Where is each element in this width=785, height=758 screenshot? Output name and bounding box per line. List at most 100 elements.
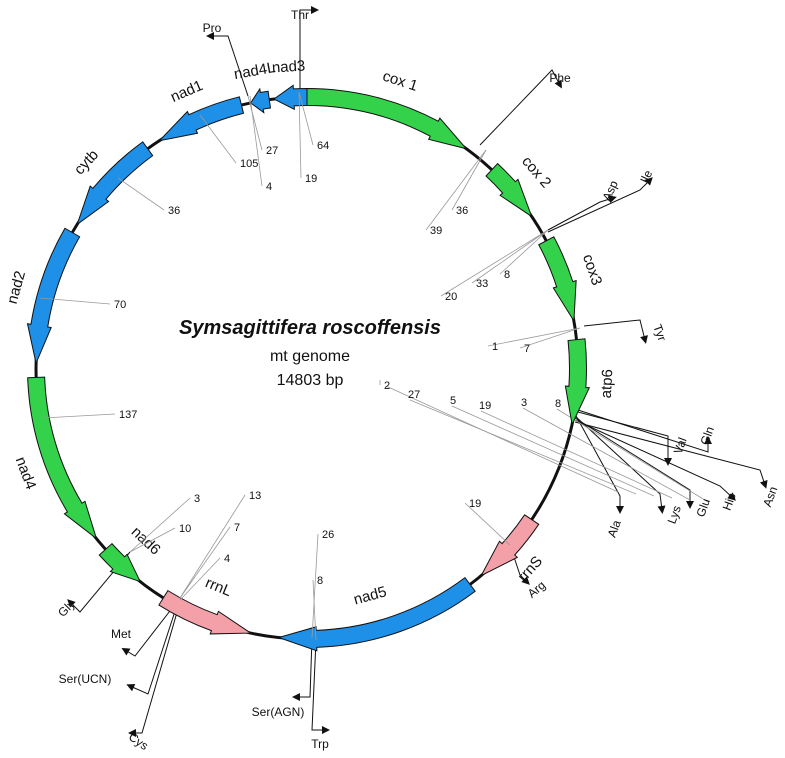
trna-connector (583, 319, 646, 341)
trna-val: Val (671, 436, 690, 456)
trna-arrowhead (292, 693, 300, 701)
trna-cluster-leader (385, 385, 619, 493)
gene-atp6-arrow (564, 338, 591, 426)
genome-title: Symsagittifera roscoffensis (179, 317, 441, 339)
gene-label: atp6 (598, 369, 617, 399)
intergenic-length: 64 (317, 140, 329, 152)
intergenic-leader (247, 95, 263, 151)
trna-arrowhead (759, 479, 768, 489)
intergenic-leader (199, 114, 237, 164)
trna-cluster-leader (556, 408, 709, 503)
gene-rrns-arrow (480, 514, 540, 577)
gene-label: cytb (71, 146, 102, 178)
trna-connector (547, 197, 614, 231)
intergenic-length: 8 (317, 575, 323, 587)
trna-arrowhead (322, 726, 330, 734)
trna-phe: Phe (549, 71, 571, 85)
gene-label: cox 2 (518, 153, 554, 191)
gene-nad4l-arrow (249, 87, 272, 114)
gene-label: nad4 (12, 455, 40, 492)
intergenic-leader (519, 327, 581, 349)
gene-label: rrnL (203, 574, 234, 600)
trna-arrowhead (128, 729, 136, 737)
trna-arrowhead (686, 501, 694, 509)
trna-gly: Gly (55, 597, 78, 620)
intergenic-length: 19 (469, 498, 481, 510)
intergenic-leader (312, 579, 317, 641)
gene-label: cox3 (579, 252, 605, 287)
trna-gln: Gln (697, 425, 717, 447)
trna-arrowhead (126, 683, 136, 692)
intergenic-length: 8 (504, 269, 510, 281)
intergenic-length: 27 (408, 389, 420, 401)
intergenic-leader (451, 149, 487, 211)
trna-connector (299, 9, 315, 94)
gene-cox2-arrow (485, 162, 533, 218)
gene-nad1-arrow (157, 96, 245, 142)
gene-label: nad6 (128, 523, 164, 558)
trna-arrowhead (616, 506, 624, 514)
trna-arrowhead (554, 79, 562, 89)
gene-cox3-arrow (538, 236, 577, 323)
trna-asn: Asn (760, 485, 780, 509)
trna-connector (574, 415, 663, 511)
trna-connector (547, 179, 651, 233)
trna-connector (577, 409, 709, 453)
intergenic-length: 137 (119, 409, 137, 421)
trna-arrowhead (206, 32, 214, 40)
trna-cluster-leader (522, 407, 691, 501)
trna-connector-lines (67, 6, 768, 737)
trna-connector (574, 421, 766, 486)
intergenic-length: 70 (114, 299, 126, 311)
trna-lys: Lys (665, 504, 684, 526)
trna-cluster-leader (451, 405, 655, 497)
intergenic-length: 5 (450, 395, 456, 407)
trna-tyr: Tyr (650, 322, 669, 342)
intergenic-length: 105 (240, 158, 258, 170)
intergenic-length: 20 (445, 291, 457, 303)
trna-arrowhead (67, 599, 76, 608)
trna-arrowhead (657, 505, 666, 514)
intergenic-leader (311, 533, 319, 639)
trna-connector (296, 637, 313, 698)
intergenic-leader (298, 91, 302, 179)
intergenic-length: 4 (224, 553, 230, 565)
gene-nad6-arrow (98, 542, 142, 583)
trna-pro: Pro (203, 21, 222, 35)
trna-connector (129, 601, 179, 695)
intergenic-leader (179, 526, 231, 599)
trna-cluster-leader (480, 410, 673, 499)
genome-subtitle: mt genome (270, 348, 350, 365)
gene-label: nad2 (4, 269, 29, 306)
gene-label: nad3 (271, 58, 305, 77)
genome-size: 14803 bp (277, 372, 344, 389)
gene-nad5-arrow (277, 576, 476, 652)
intergenic-length: 10 (179, 523, 191, 535)
intergenic-leader (117, 177, 165, 211)
trna-ala: Ala (605, 518, 624, 539)
trna-arrowhead (704, 436, 712, 444)
intergenic-leader (499, 229, 549, 275)
intergenic-length: 33 (476, 278, 488, 290)
trna-connector (574, 419, 734, 499)
trna-connector (132, 601, 181, 734)
intergenic-length: 19 (479, 400, 491, 412)
intergenic-leader (249, 95, 263, 187)
intergenic-length: 3 (194, 493, 200, 505)
gene-rrnl-arrow (158, 589, 253, 635)
gene-nad2-arrow (26, 227, 81, 365)
intergenic-leader (179, 557, 221, 601)
trna-arrowhead (640, 335, 648, 344)
intergenic-length: 36 (168, 205, 180, 217)
trna-glu: Glu (693, 497, 713, 519)
gene-label: nad4L (233, 59, 277, 83)
intergenic-leader (179, 494, 246, 599)
intergenic-leader (129, 527, 176, 553)
intergenic-leader (464, 502, 511, 546)
gene-cytb-arrow (76, 141, 154, 226)
trna-seragn: Ser(AGN) (252, 705, 305, 719)
trna-ile: Ile (637, 168, 655, 186)
trna-arrowhead (727, 492, 736, 501)
